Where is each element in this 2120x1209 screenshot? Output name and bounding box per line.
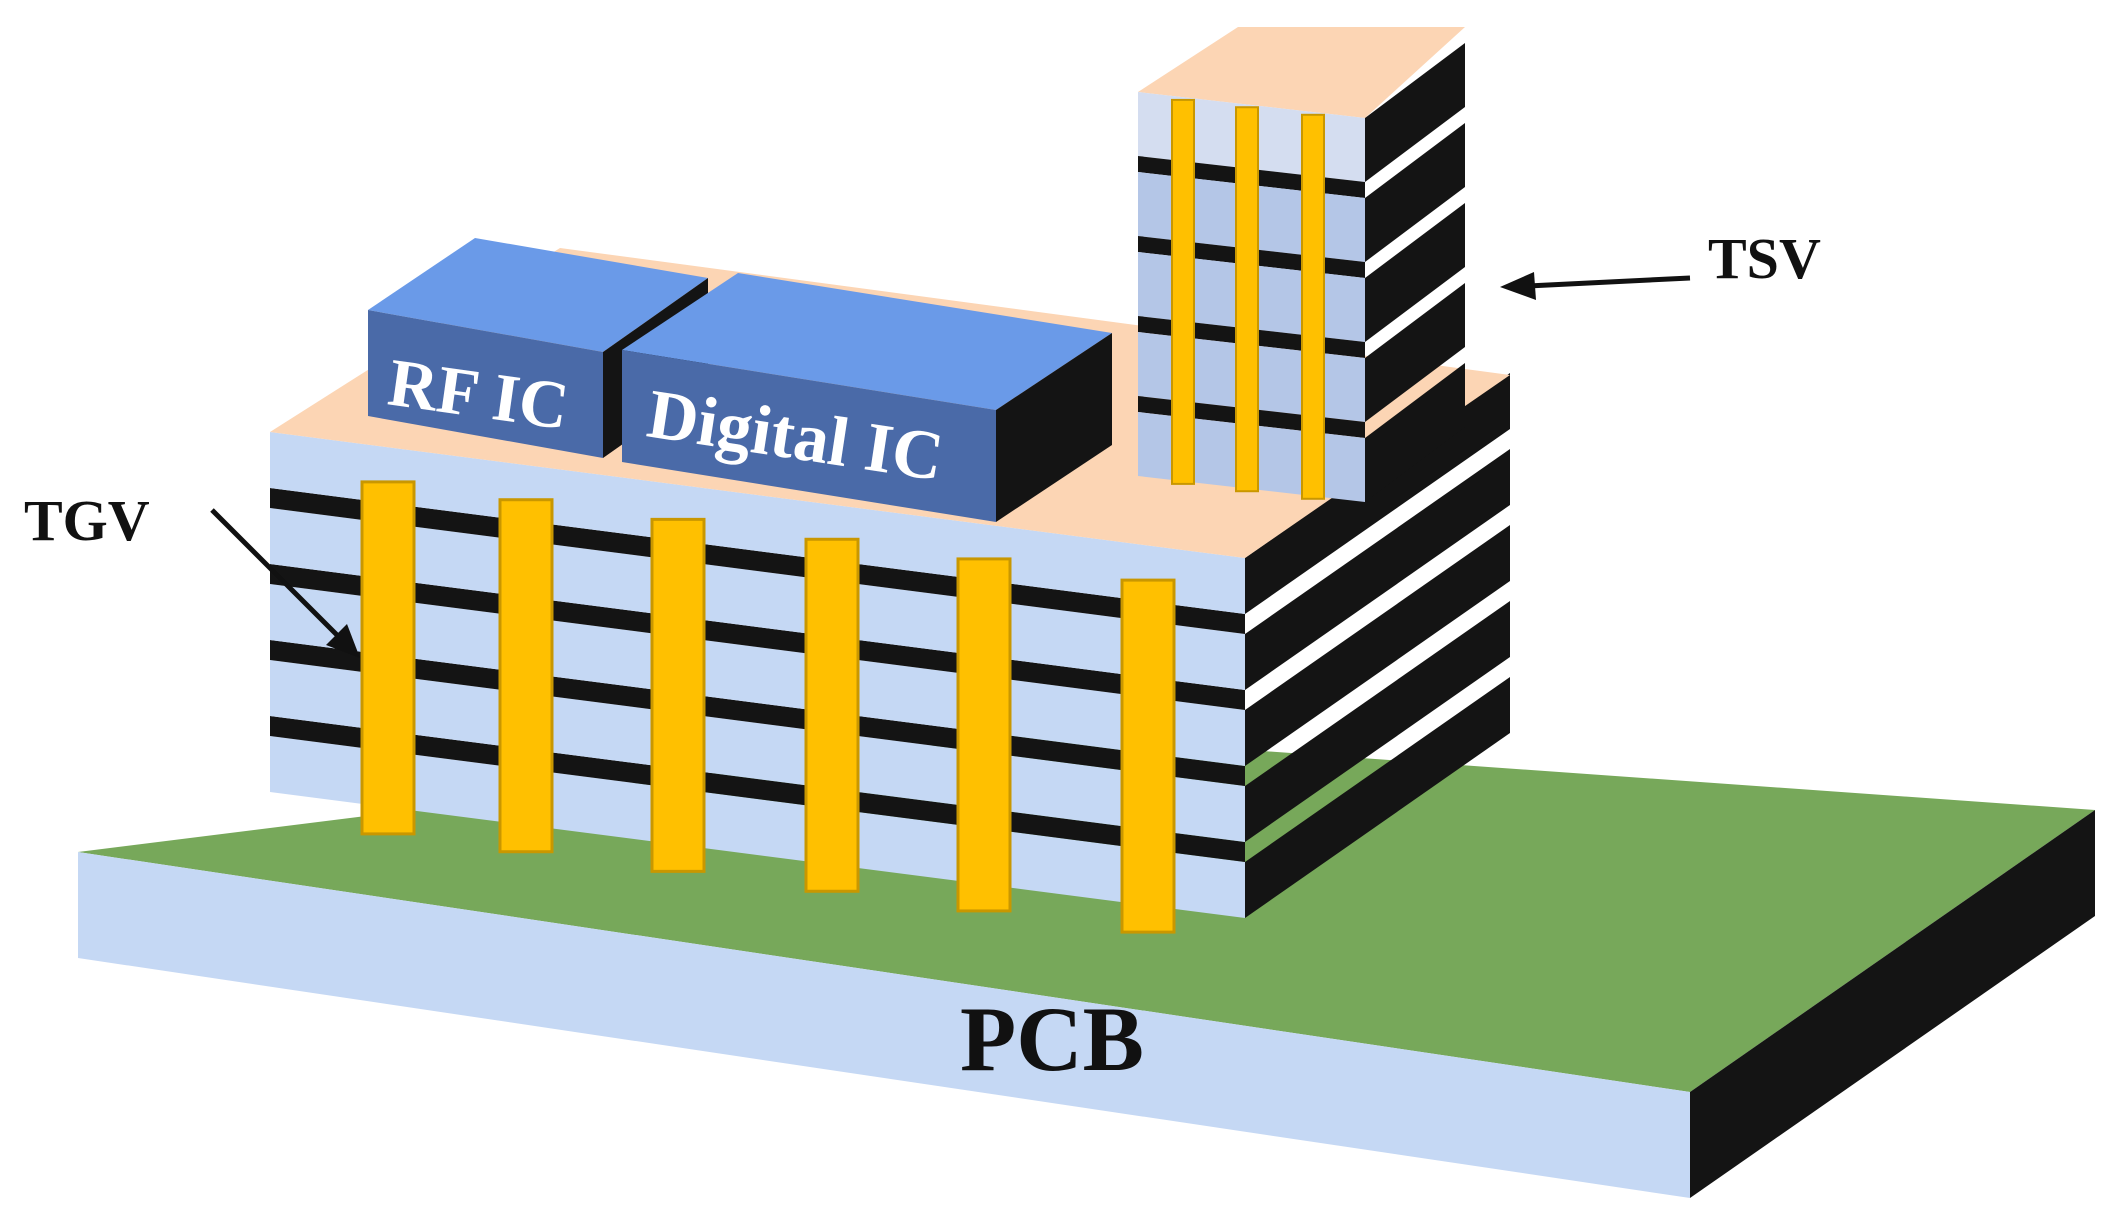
tgv-via-1 (360, 480, 416, 836)
tsv-via-3 (1301, 113, 1325, 500)
digital-ic-front-face (622, 350, 996, 522)
glass-layer-side-4 (1245, 601, 1510, 842)
tsv-layer-side-1 (1365, 43, 1465, 182)
pcb-label: PCB (960, 988, 1144, 1090)
tsv-arrow-line (1527, 275, 1691, 289)
tgv-via-4 (804, 537, 860, 893)
digital-ic-top-face (622, 273, 1112, 410)
tgv-via-6 (1120, 578, 1176, 934)
tsv-stack-top-face (1138, 27, 1465, 118)
tsv-via-2 (1235, 106, 1259, 493)
digital-ic-chip: Digital IC (622, 273, 1112, 522)
pcb-side-face (1690, 810, 2095, 1198)
tsv-layer-side-3 (1365, 203, 1465, 342)
tgv-via-group (360, 480, 1176, 934)
tgv-via-5 (956, 557, 1012, 913)
rf-ic-front-face (368, 310, 603, 458)
tgv-label: TGV (24, 488, 150, 553)
digital-ic-side-face (996, 333, 1112, 522)
tsv-layer-side-5 (1365, 363, 1465, 502)
glass-layer-side-2 (1245, 449, 1510, 690)
tgv-via-3 (650, 517, 706, 873)
tgv-annotation: TGV (24, 488, 360, 658)
tsv-via-1 (1171, 98, 1195, 485)
glass-layer-side-3 (1245, 525, 1510, 766)
rf-ic-top-face (368, 238, 708, 352)
pcb-front-face (78, 852, 1690, 1198)
tgv-via-2 (498, 498, 554, 854)
tgv-arrow-line (210, 508, 340, 638)
tsv-layer-side-4 (1365, 283, 1465, 422)
tsv-layer-side-2 (1365, 123, 1465, 262)
tsv-arrow-head (1500, 272, 1536, 300)
tsv-chip-stack (1138, 27, 1465, 502)
tsv-label: TSV (1708, 226, 1821, 291)
glass-layer-side-5 (1245, 677, 1510, 918)
tgv-arrow-head (326, 624, 360, 658)
tsv-annotation: TSV (1500, 226, 1821, 300)
